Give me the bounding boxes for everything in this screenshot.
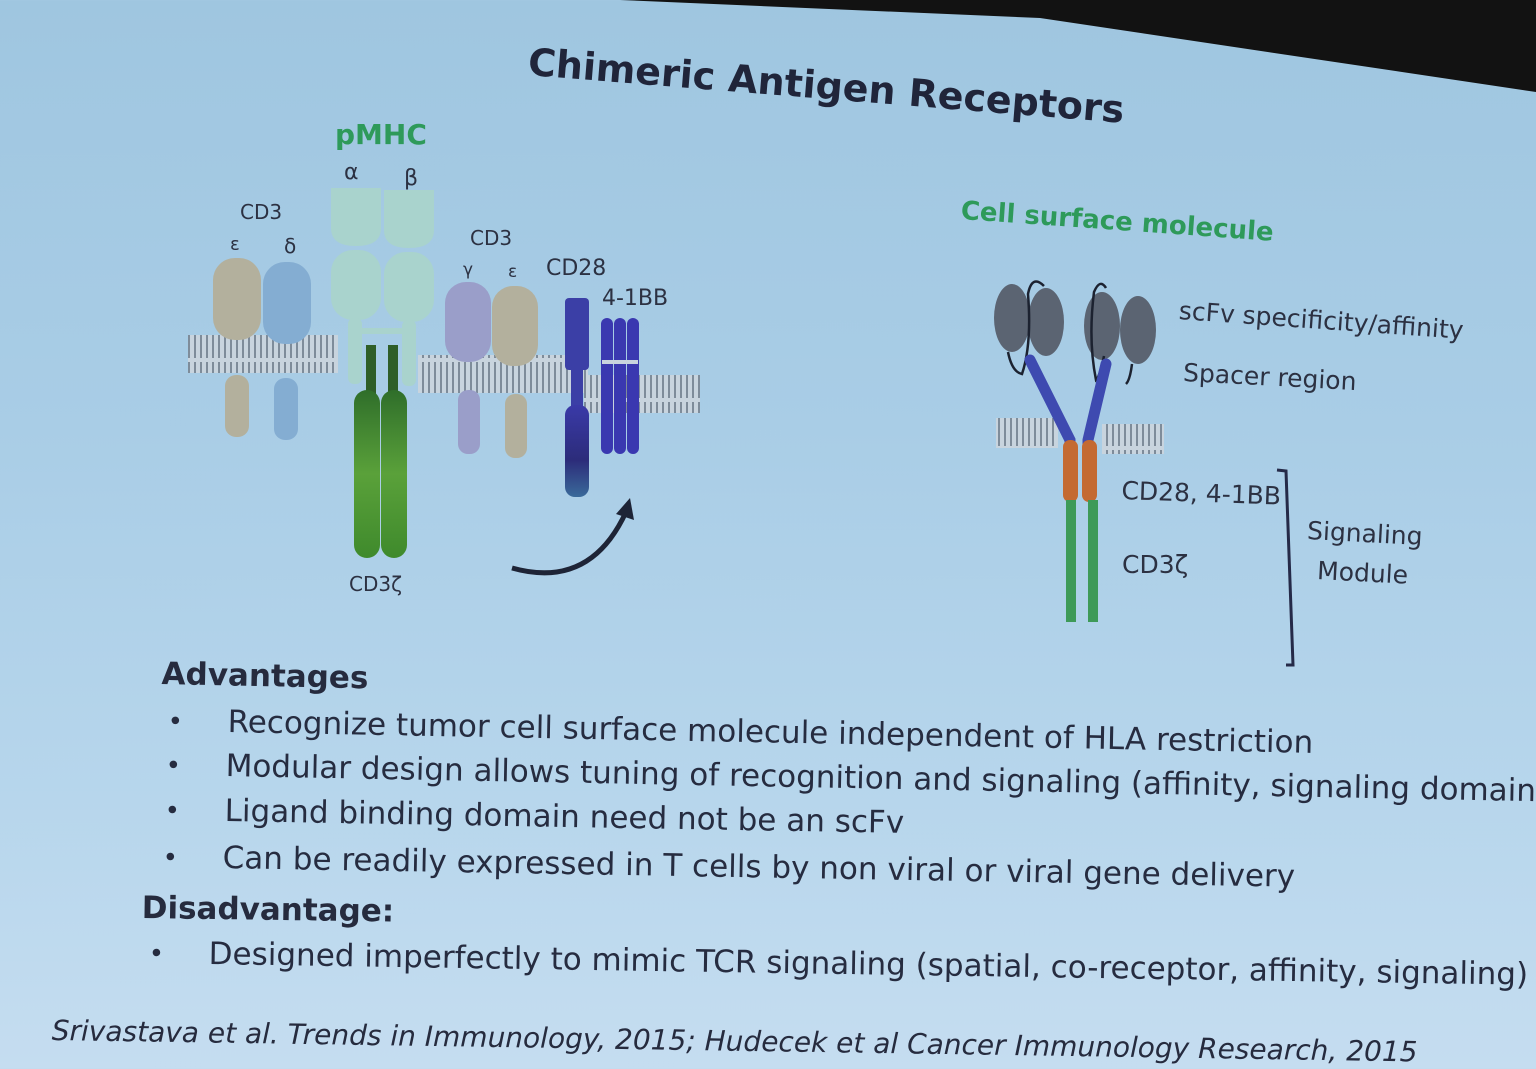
advantage-item: • Can be readily expressed in T cells by… — [162, 840, 1296, 895]
cd3-gamma — [445, 282, 491, 454]
tcr-disulfide-link — [360, 328, 404, 334]
bullet-icon: • — [148, 939, 165, 970]
signal-arrow-head — [616, 498, 634, 520]
bullet-icon: • — [167, 706, 184, 738]
pmhc-label: pMHC — [335, 118, 427, 151]
car-cd3zeta-label: CD3ζ — [1122, 550, 1189, 579]
delta-label: δ — [284, 234, 297, 258]
advantage-item: • Ligand binding domain need not be an s… — [164, 793, 905, 841]
signal-arrow — [511, 510, 629, 576]
car-membrane-right — [1102, 424, 1164, 454]
disadvantage-heading: Disadvantage: — [141, 890, 395, 930]
bullet-icon: • — [165, 750, 182, 782]
scfv-domains — [994, 280, 1156, 385]
cd3-left-label: CD3 — [240, 200, 283, 224]
tcr-alpha-chain — [331, 188, 381, 384]
advantage-text: Can be readily expressed in T cells by n… — [222, 840, 1296, 895]
tcr-beta-chain — [384, 190, 434, 386]
advantage-text: Ligand binding domain need not be an scF… — [224, 793, 905, 841]
gamma-label: γ — [463, 260, 474, 280]
cd3zeta-label: CD3ζ — [349, 572, 402, 596]
cd3-epsilon-right — [492, 286, 538, 458]
car-costim-domain — [1063, 440, 1097, 502]
membrane-left — [188, 335, 338, 373]
disadvantage-text: Designed imperfectly to mimic TCR signal… — [208, 936, 1529, 993]
bullet-icon: • — [164, 795, 181, 827]
disadvantage-item: • Designed imperfectly to mimic TCR sign… — [148, 936, 1529, 993]
cd3-epsilon-left — [213, 258, 261, 437]
epsilon-right-label: ε — [508, 262, 518, 282]
cd28-molecule — [565, 298, 589, 497]
beta-label: β — [404, 166, 419, 191]
cd3-zeta-dimer — [354, 345, 407, 558]
four-1bb-trimer — [601, 318, 639, 454]
advantages-heading: Advantages — [161, 656, 369, 697]
car-membrane-left — [996, 418, 1058, 448]
four-1bb-label: 4-1BB — [602, 286, 669, 311]
alpha-label: α — [344, 160, 359, 185]
cd28-label: CD28 — [546, 256, 607, 281]
bullet-icon: • — [162, 842, 179, 874]
car-cd3zeta-domain — [1066, 500, 1098, 622]
epsilon-left-label: ε — [230, 234, 240, 255]
cd3-delta — [263, 262, 311, 440]
signaling-module-bracket — [1276, 468, 1295, 667]
cd3-right-label: CD3 — [470, 226, 513, 250]
